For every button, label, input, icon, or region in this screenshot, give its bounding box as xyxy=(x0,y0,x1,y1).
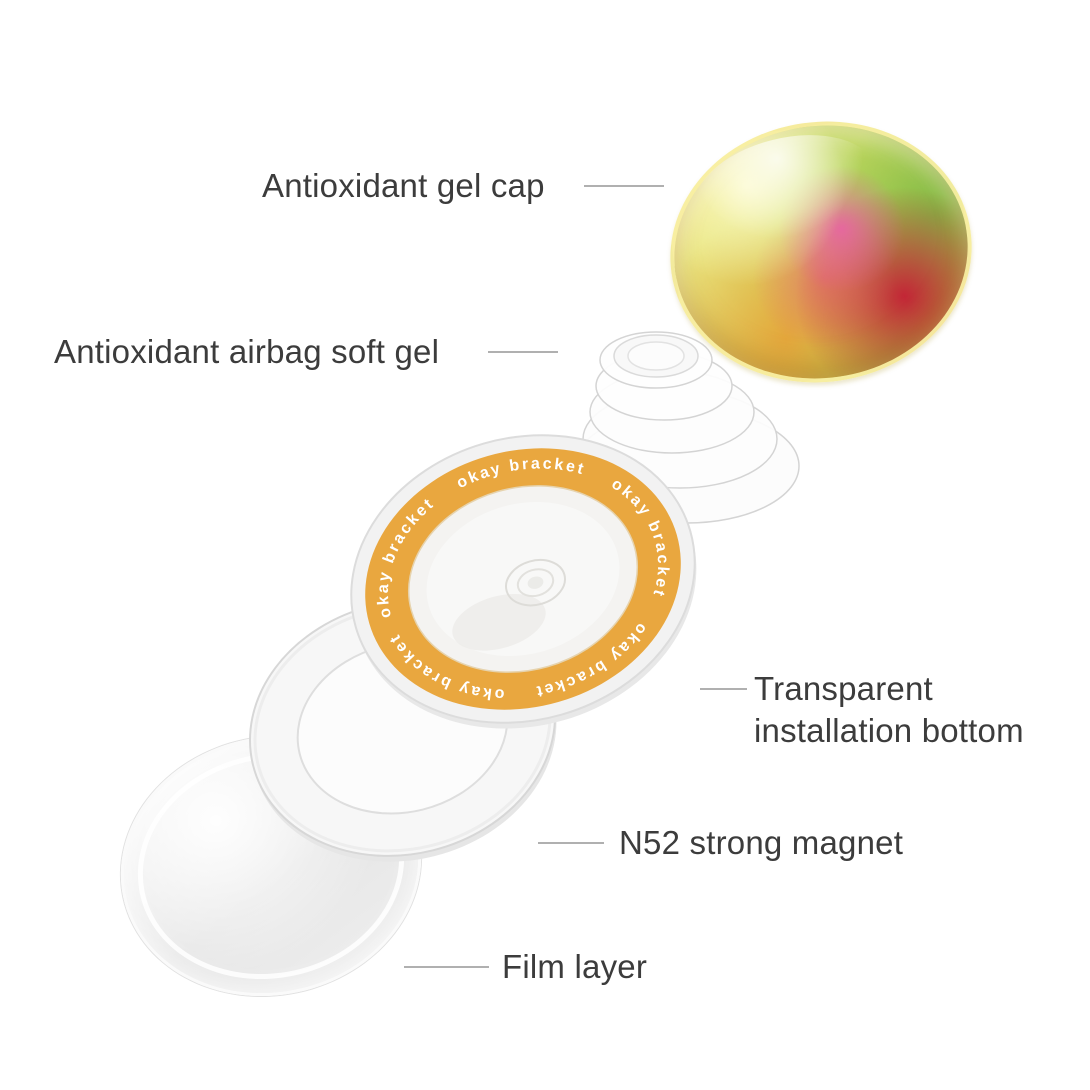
disc-center-dot xyxy=(527,576,544,589)
label-airbag: Antioxidant airbag soft gel xyxy=(54,333,440,370)
label-installation-bottom-line1: Transparent xyxy=(754,670,933,707)
callout-line-gel-cap xyxy=(584,185,664,187)
label-installation-bottom: Transparent installation bottom xyxy=(754,668,1064,752)
disc-center-ring-inner xyxy=(516,568,555,598)
installation-bottom-disc: okay bracket okay bracket okay bracket o… xyxy=(338,424,701,734)
label-film: Film layer xyxy=(502,948,648,985)
callout-line-magnet xyxy=(538,842,604,844)
callout-line-airbag xyxy=(488,351,558,353)
label-installation-bottom-line2: installation bottom xyxy=(754,712,1024,749)
label-magnet: N52 strong magnet xyxy=(619,824,904,861)
gel-cap-gloss-highlight xyxy=(681,116,890,265)
callout-line-film xyxy=(404,966,489,968)
airbag-top-opening xyxy=(627,341,685,371)
callout-line-installation-bottom xyxy=(700,688,747,690)
disc-gel-reflection xyxy=(452,594,546,651)
label-gel-cap: Antioxidant gel cap xyxy=(262,167,545,204)
disc-center-ring-outer xyxy=(505,558,566,607)
